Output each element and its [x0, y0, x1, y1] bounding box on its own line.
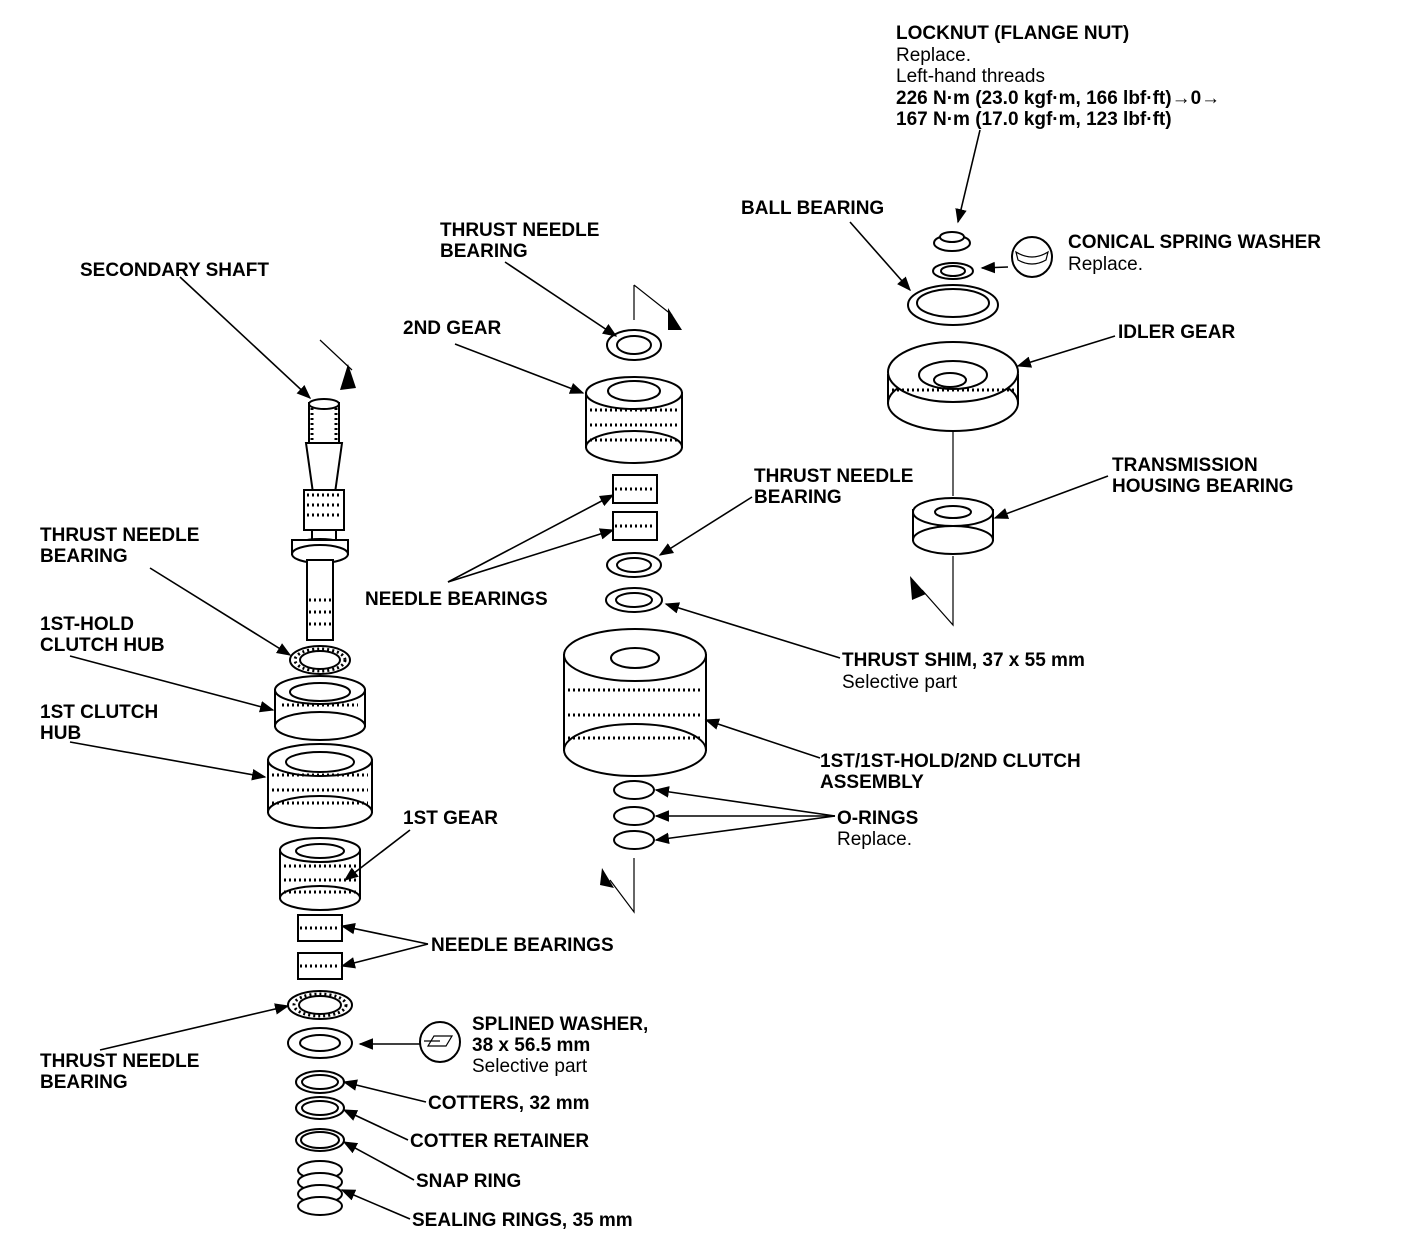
idler-gear-part: [887, 341, 1019, 432]
transmission-housing-bearing-label-2: HOUSING BEARING: [1112, 476, 1294, 497]
first-hold-clutch-hub-label-1: 1ST-HOLD: [40, 614, 134, 635]
locknut-part: [933, 231, 971, 252]
splined-washer-note: Selective part: [472, 1056, 588, 1077]
thrust-needle-bearing-mid-label-1: THRUST NEEDLE: [754, 466, 913, 487]
splined-washer-label-2: 38 x 56.5 mm: [472, 1035, 590, 1056]
transmission-housing-bearing-label-1: TRANSMISSION: [1112, 455, 1258, 476]
first-gear-part: [279, 837, 361, 911]
second-gear-part: [585, 376, 683, 464]
splined-washer-part: [287, 1027, 353, 1059]
labels: LOCKNUT (FLANGE NUT) Replace. Left-hand …: [40, 23, 1321, 1231]
first-gear-label: 1ST GEAR: [403, 808, 498, 829]
needle-bearings-part: [297, 914, 343, 980]
thrust-needle-bearing-part: [289, 645, 351, 675]
thrust-shim-note: Selective part: [842, 672, 958, 693]
thrust-needle-bearing-low-label-2: BEARING: [40, 1072, 128, 1093]
cotters-part: [295, 1070, 345, 1094]
snap-ring-part: [295, 1128, 345, 1152]
clutch-assembly-stack: [563, 284, 707, 914]
secondary-shaft-stack: [267, 339, 373, 1216]
conical-spring-washer-label: CONICAL SPRING WASHER: [1068, 232, 1321, 253]
secondary-shaft-part: [291, 398, 349, 641]
cotter-retainer-part: [295, 1096, 345, 1120]
o-rings-label: O-RINGS: [837, 808, 918, 829]
ball-bearing-part: [907, 284, 999, 326]
splined-washer-symbol-icon: [419, 1021, 461, 1063]
conical-spring-washer-note: Replace.: [1068, 254, 1143, 275]
thrust-needle-bearing-low-part: [287, 990, 353, 1020]
assembly-direction-indicator: [319, 339, 353, 371]
thrust-needle-bearing-low-label-1: THRUST NEEDLE: [40, 1051, 199, 1072]
conical-spring-washer-part: [932, 262, 974, 280]
ball-bearing-label: BALL BEARING: [741, 198, 884, 219]
locknut-note-replace: Replace.: [896, 45, 971, 66]
thrust-needle-bearing-top-part: [606, 329, 662, 361]
idler-gear-label: IDLER GEAR: [1118, 322, 1235, 343]
first-clutch-hub-label-2: HUB: [40, 723, 81, 744]
transmission-housing-bearing-part: [912, 497, 994, 555]
locknut-note-threads: Left-hand threads: [896, 66, 1045, 87]
clutch-assembly-part: [563, 628, 707, 777]
cotter-retainer-label: COTTER RETAINER: [410, 1131, 589, 1152]
thrust-needle-bearing-left-label-1: THRUST NEEDLE: [40, 525, 199, 546]
thrust-shim-label: THRUST SHIM, 37 x 55 mm: [842, 650, 1085, 671]
first-hold-clutch-hub-label-2: CLUTCH HUB: [40, 635, 165, 656]
second-gear-label: 2ND GEAR: [403, 318, 501, 339]
thrust-needle-bearing-mid-part: [606, 552, 662, 578]
first-hold-clutch-hub-part: [274, 675, 366, 741]
thrust-needle-bearing-left-label-2: BEARING: [40, 546, 128, 567]
thrust-needle-bearing-top-label-2: BEARING: [440, 241, 528, 262]
locknut-torque-1: 226 N·m (23.0 kgf·m, 166 lbf·ft)→0→: [896, 88, 1220, 109]
o-rings-note: Replace.: [837, 829, 912, 850]
needle-bearings-mid-part: [612, 474, 658, 541]
cotters-label: COTTERS, 32 mm: [428, 1093, 590, 1114]
first-clutch-hub-label-1: 1ST CLUTCH: [40, 702, 158, 723]
splined-washer-label-1: SPLINED WASHER,: [472, 1014, 648, 1035]
needle-bearings-low-label: NEEDLE BEARINGS: [431, 935, 614, 956]
thrust-needle-bearing-mid-label-2: BEARING: [754, 487, 842, 508]
secondary-shaft-label: SECONDARY SHAFT: [80, 260, 269, 281]
idler-gear-stack: [887, 231, 1019, 627]
thrust-shim-part: [605, 587, 663, 613]
conical-washer-symbol-icon: [1011, 236, 1053, 278]
first-clutch-hub-part: [267, 743, 373, 829]
snap-ring-label: SNAP RING: [416, 1171, 521, 1192]
sealing-rings-part: [297, 1160, 343, 1216]
locknut-torque-2: 167 N·m (17.0 kgf·m, 123 lbf·ft): [896, 109, 1172, 130]
sealing-rings-label: SEALING RINGS, 35 mm: [412, 1210, 633, 1231]
thrust-needle-bearing-top-label-1: THRUST NEEDLE: [440, 220, 599, 241]
o-rings-part: [613, 780, 655, 850]
clutch-assembly-label-1: 1ST/1ST-HOLD/2ND CLUTCH: [820, 751, 1081, 772]
clutch-assembly-label-2: ASSEMBLY: [820, 772, 924, 793]
needle-bearings-mid-label: NEEDLE BEARINGS: [365, 589, 548, 610]
leader-lines: [69, 129, 1116, 1220]
locknut-label: LOCKNUT (FLANGE NUT): [896, 23, 1129, 44]
